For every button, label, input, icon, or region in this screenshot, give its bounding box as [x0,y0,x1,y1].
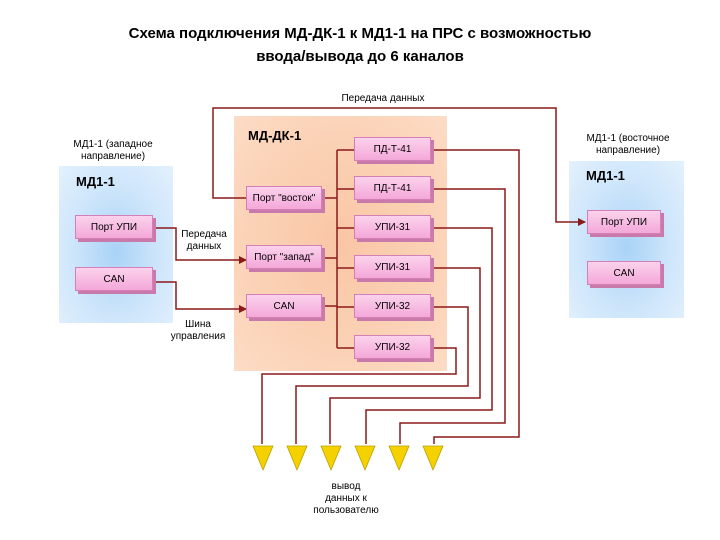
out-line-m3 [365,227,493,444]
mid-data-label: Передача данных [172,229,236,253]
control-bus-label-line-1: Шина [185,319,211,330]
output-label-line-1: вывод [331,481,361,492]
output-triangle-6 [422,445,444,472]
west-data-link [148,224,247,264]
output-triangle-4 [354,445,376,472]
east-caption-line-1: МД1-1 (восточное [586,133,670,144]
output-label-line-3: пользователю [313,505,379,516]
output-triangle-3 [320,445,342,472]
output-triangle-5 [388,445,410,472]
mid-data-label-line-2: данных [186,241,222,252]
title-line-1: Схема подключения МД-ДК-1 к МД1-1 на ПРС… [128,25,592,42]
west-caption-line-1: МД1-1 (западное [73,139,153,150]
module-block-5: УПИ-32 [354,294,431,318]
module-block-6: УПИ-32 [354,335,431,359]
output-triangle-2 [286,445,308,472]
control-bus-label: Шина управления [160,319,236,343]
east-caption: МД1-1 (восточное направление) [566,133,690,157]
out-line-m6 [261,347,457,444]
module-block-3: УПИ-31 [354,215,431,239]
mid-data-label-line-1: Передача [181,229,227,240]
west-can-block: CAN [75,267,153,291]
module-block-2: ПД-Т-41 [354,176,431,200]
port-east-block: Порт "восток" [246,186,322,210]
top-data-link [212,107,586,226]
east-panel-title: МД1-1 [586,168,625,183]
east-port-upi-block: Порт УПИ [587,210,661,234]
out-line-m2 [399,188,506,444]
center-can-block: CAN [246,294,322,318]
module-block-1: ПД-Т-41 [354,137,431,161]
title-line-2: ввода/вывода до 6 каналов [256,48,464,65]
west-port-upi-block: Порт УПИ [75,215,153,239]
output-label: вывод данных к пользователю [296,481,396,517]
diagram-title: Схема подключения МД-ДК-1 к МД1-1 на ПРС… [0,22,720,68]
east-can-block: CAN [587,261,661,285]
port-west-block: Порт "запад" [246,245,322,269]
west-panel-title: МД1-1 [76,174,115,189]
west-caption-line-2: направление) [80,151,146,162]
control-bus-link [148,278,247,313]
out-line-m1 [431,149,520,444]
out-line-m4 [329,267,481,444]
module-block-4: УПИ-31 [354,255,431,279]
control-bus-label-line-2: управления [170,331,226,342]
output-triangle-1 [252,445,274,472]
mddk-panel-title: МД-ДК-1 [248,128,302,143]
out-line-m5 [295,306,469,444]
east-md1-panel [569,161,684,318]
west-caption: МД1-1 (западное направление) [52,139,174,163]
east-caption-line-2: направление) [595,145,661,156]
output-label-line-2: данных к [325,493,367,504]
top-data-label: Передача данных [341,93,425,104]
